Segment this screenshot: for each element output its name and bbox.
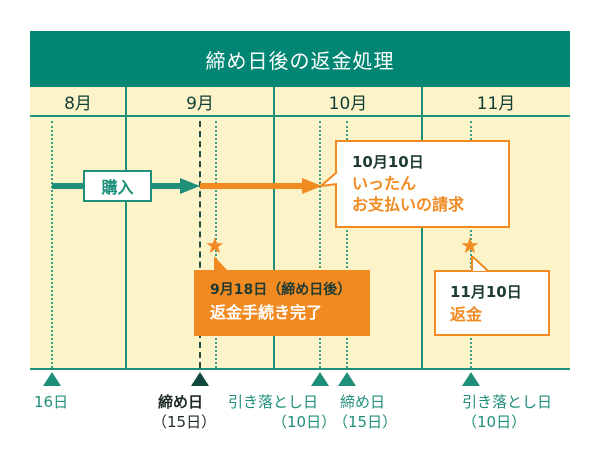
marker-label-cutoff-sep: 締め日 <box>158 393 204 411</box>
month-header-row: 8月 9月 10月 11月 <box>30 87 570 117</box>
refund-callout-pointer <box>471 256 489 272</box>
purchase-arrow-head <box>180 178 200 194</box>
star-icon: ★ <box>205 234 225 259</box>
refund-done-callout: 9月18日（締め日後） 返金手続き完了 <box>194 270 370 336</box>
billing-arrow-head <box>302 178 322 194</box>
month-divider <box>125 87 127 115</box>
marker-sub-debit-oct: （10日） <box>272 413 337 431</box>
month-label-nov: 11月 <box>476 93 516 114</box>
month-divider <box>125 117 127 368</box>
billing-date: 10月10日 <box>352 153 424 171</box>
marker-triangle-cutoff-oct <box>338 372 356 386</box>
refund-date: 11月10日 <box>450 283 522 301</box>
marker-triangle-debit-oct <box>311 372 329 386</box>
month-label-sep: 9月 <box>186 93 214 114</box>
purchase-box: 購入 <box>83 170 152 202</box>
month-label-aug: 8月 <box>64 93 92 114</box>
date-line-oct10 <box>319 121 321 368</box>
marker-label-debit-oct: 引き落とし日 <box>228 393 319 411</box>
marker-triangle-16 <box>43 372 61 386</box>
refund-done-text: 返金手続き完了 <box>210 303 323 322</box>
date-line-sep18 <box>215 121 217 368</box>
cutoff-line-sep <box>199 121 201 368</box>
refund-callout: 11月10日 返金 <box>434 270 550 336</box>
date-line-oct15 <box>346 121 348 368</box>
refund-done-date: 9月18日（締め日後） <box>210 282 352 298</box>
refund-done-pointer <box>214 256 228 271</box>
marker-label-16: 16日 <box>34 393 69 411</box>
marker-sub-debit-nov: （10日） <box>462 413 527 431</box>
marker-triangle-debit-nov <box>462 372 480 386</box>
billing-callout: 10月10日 いったん お支払いの請求 <box>335 140 510 228</box>
date-line-16 <box>51 121 53 368</box>
month-divider <box>421 117 423 368</box>
marker-triangle-cutoff-sep <box>191 372 209 386</box>
month-divider <box>273 87 275 115</box>
diagram-title: 締め日後の返金処理 <box>30 31 570 87</box>
month-label-oct: 10月 <box>328 93 368 114</box>
star-icon: ★ <box>460 234 480 259</box>
billing-arrow-line <box>200 183 304 189</box>
marker-label-cutoff-oct: 締め日 <box>340 393 386 411</box>
date-line-nov10 <box>470 121 472 368</box>
billing-callout-pointer <box>318 171 338 188</box>
billing-text-1: いったん <box>352 174 417 193</box>
refund-text: 返金 <box>450 305 483 324</box>
marker-sub-cutoff-sep: （15日） <box>152 413 217 431</box>
month-divider <box>421 87 423 115</box>
month-divider <box>273 117 275 368</box>
marker-sub-cutoff-oct: （15日） <box>333 413 398 431</box>
marker-label-debit-nov: 引き落とし日 <box>462 393 553 411</box>
billing-text-2: お支払いの請求 <box>352 195 465 214</box>
